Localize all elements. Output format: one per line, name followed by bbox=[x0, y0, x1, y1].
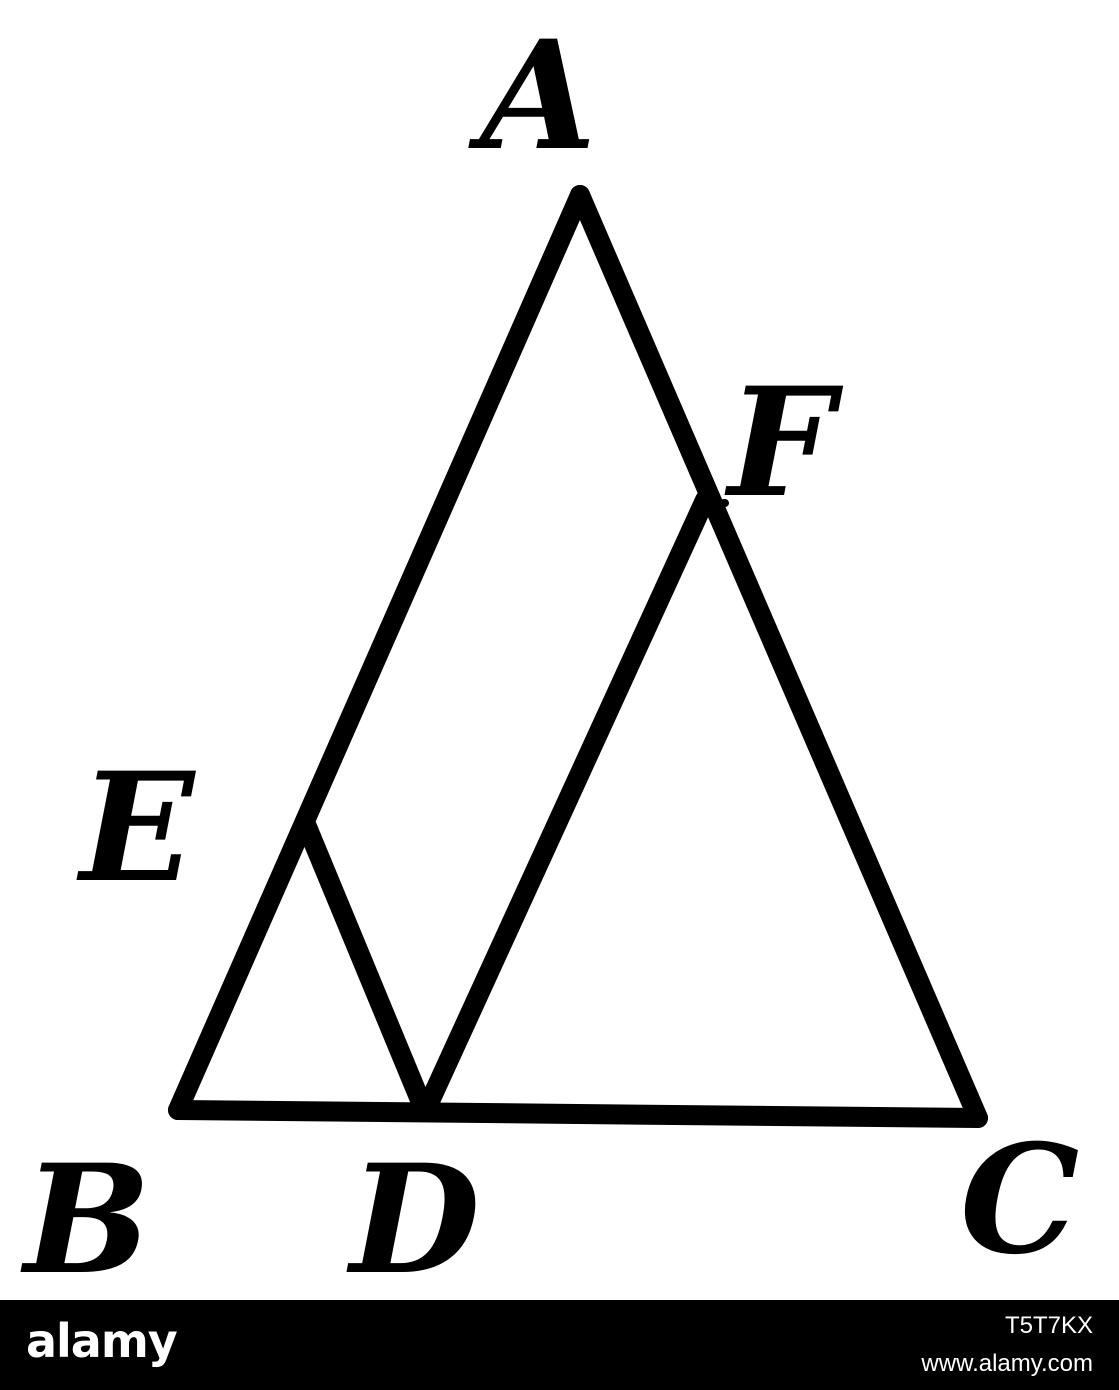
segment-ab bbox=[168, 185, 590, 1120]
stock-footer-bar: alamy T5T7KX www.alamy.com bbox=[0, 1300, 1119, 1390]
tick-f bbox=[696, 499, 729, 509]
label-c: C bbox=[960, 1112, 1079, 1288]
image-id: T5T7KX bbox=[1004, 1312, 1093, 1339]
segment-df bbox=[415, 490, 715, 1122]
geometry-diagram: A F E B D C bbox=[20, 8, 1079, 1300]
label-e: E bbox=[76, 740, 197, 916]
label-d: D bbox=[346, 1132, 480, 1300]
segment-bc bbox=[168, 1100, 988, 1128]
label-a: A bbox=[468, 8, 596, 184]
segment-ed bbox=[295, 812, 435, 1122]
label-b: B bbox=[20, 1132, 151, 1300]
site-url: www.alamy.com bbox=[921, 1350, 1093, 1377]
segment-ac bbox=[570, 185, 988, 1128]
label-f: F bbox=[724, 355, 844, 531]
alamy-logo: alamy bbox=[26, 1314, 178, 1368]
